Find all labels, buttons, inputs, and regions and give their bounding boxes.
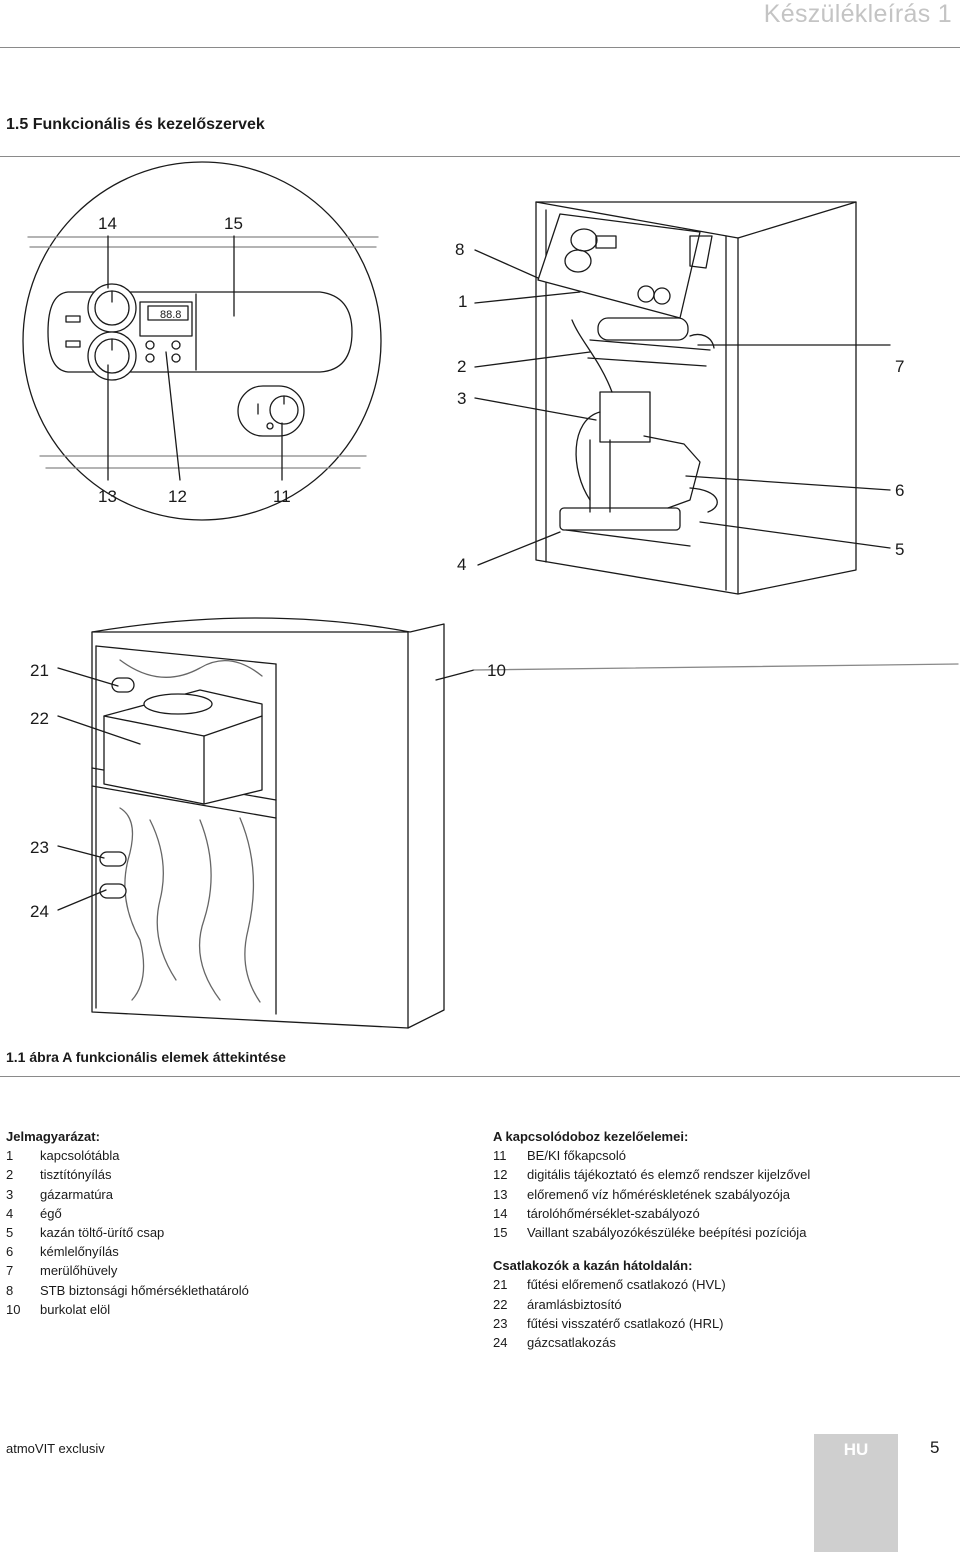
language-tab: HU bbox=[814, 1434, 898, 1552]
callout-24: 24 bbox=[30, 902, 49, 921]
detail-magnifier-circle bbox=[22, 161, 382, 521]
functional-elements-figure: 88.8 bbox=[22, 161, 959, 1029]
callout-6: 6 bbox=[895, 481, 904, 500]
boiler-rear-drawing bbox=[91, 617, 445, 1029]
language-code: HU bbox=[843, 1440, 869, 1459]
callout-1: 1 bbox=[458, 292, 467, 311]
callout-15: 15 bbox=[224, 214, 243, 233]
callout-10: 10 bbox=[487, 661, 506, 680]
figure-caption: 1.1 ábra A funkcionális elemek áttekinté… bbox=[6, 1049, 286, 1065]
section-rule bbox=[0, 156, 960, 157]
callout-22: 22 bbox=[30, 709, 49, 728]
callout-11: 11 bbox=[273, 487, 291, 506]
callout-3: 3 bbox=[457, 389, 466, 408]
callout-12: 12 bbox=[168, 487, 187, 506]
caption-rule bbox=[0, 1076, 960, 1077]
callout-14: 14 bbox=[98, 214, 117, 233]
display-readout: 88.8 bbox=[160, 309, 181, 321]
legend-heading-connectors: Csatlakozók a kazán hátoldalán: bbox=[493, 1258, 693, 1274]
callout-23: 23 bbox=[30, 838, 49, 857]
header-rule bbox=[0, 47, 960, 48]
callout-2: 2 bbox=[457, 357, 466, 376]
legend-heading: Jelmagyarázat: bbox=[6, 1129, 100, 1144]
callout-21: 21 bbox=[30, 661, 49, 680]
callout-8: 8 bbox=[455, 240, 464, 259]
section-title: 1.5 Funkcionális és kezelőszervek bbox=[6, 116, 265, 133]
page-number: 5 bbox=[930, 1438, 940, 1457]
footer-model: atmoVIT exclusiv bbox=[6, 1441, 105, 1456]
callout-4: 4 bbox=[457, 555, 466, 574]
legend-heading-controls: A kapcsolódoboz kezelőelemei: bbox=[493, 1129, 689, 1144]
chapter-title: Készülékleírás 1 bbox=[763, 0, 952, 28]
callout-13: 13 bbox=[98, 487, 117, 506]
callout-7: 7 bbox=[895, 357, 904, 376]
boiler-front-drawing bbox=[535, 201, 857, 595]
callout-5: 5 bbox=[895, 540, 904, 559]
